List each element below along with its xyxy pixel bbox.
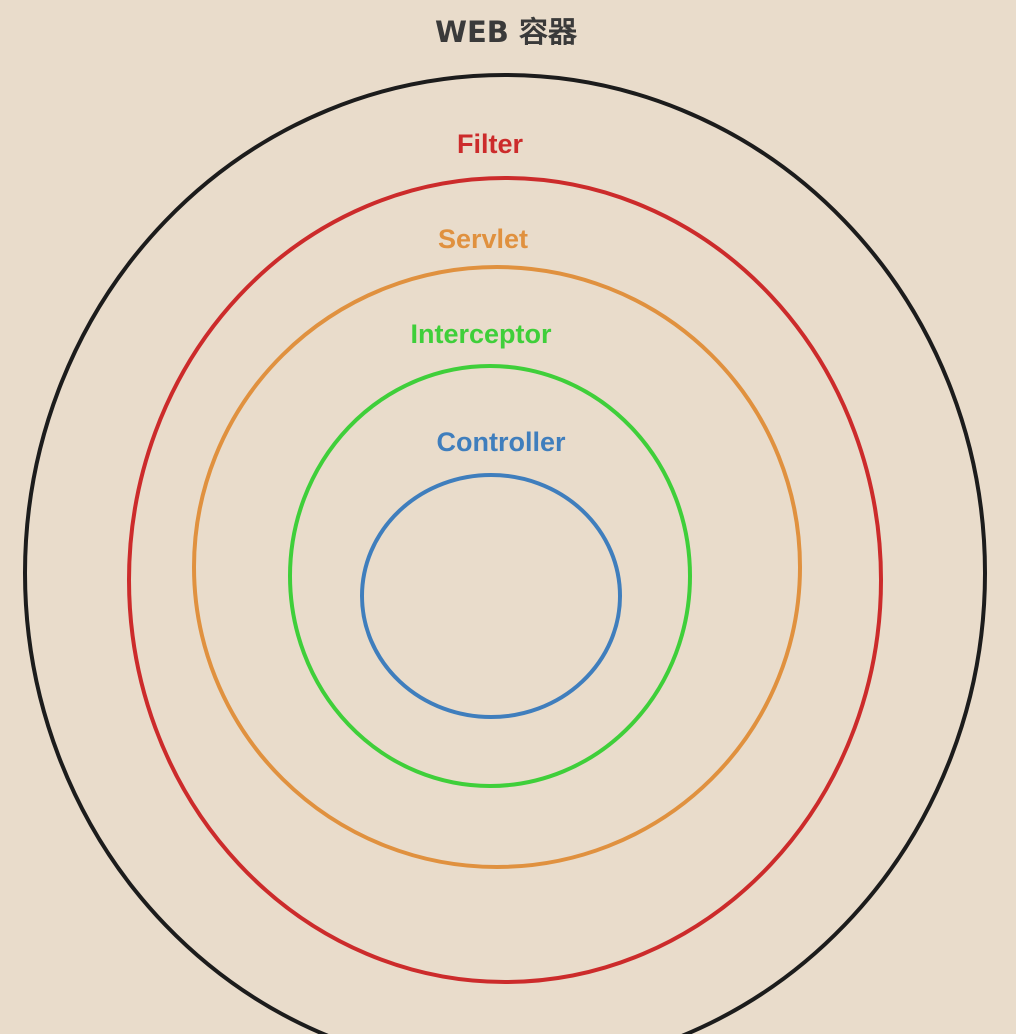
interceptor-ring xyxy=(288,364,692,788)
controller-ring xyxy=(360,473,622,719)
servlet-ring xyxy=(192,265,802,869)
controller-label: Controller xyxy=(436,427,565,457)
servlet-label: Servlet xyxy=(438,224,528,254)
diagram-title: WEB 容器 xyxy=(435,15,578,49)
interceptor-label: Interceptor xyxy=(410,319,552,349)
web-container-ring xyxy=(23,73,987,1034)
filter-ring xyxy=(127,176,883,984)
filter-label: Filter xyxy=(457,129,524,159)
